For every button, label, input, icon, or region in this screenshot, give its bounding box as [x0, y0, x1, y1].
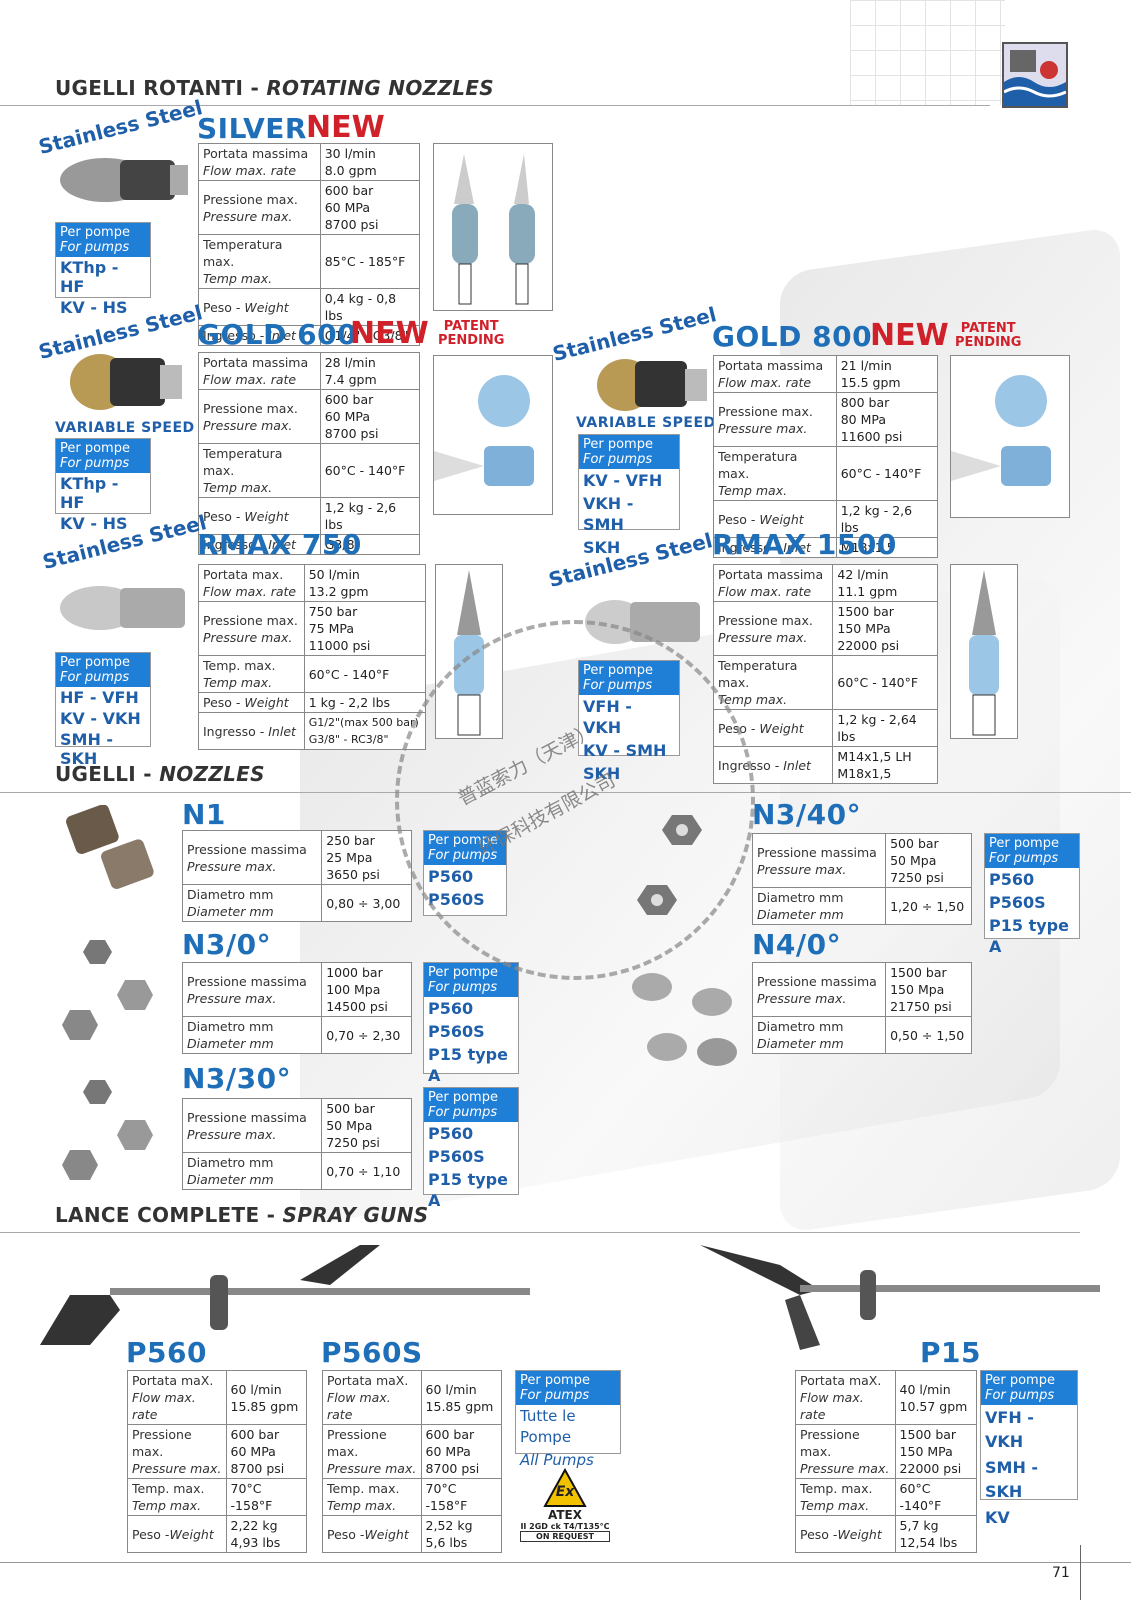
company-stamp [395, 620, 755, 980]
pump-item: KV - HS [60, 514, 128, 533]
pump-item: KV - HS [60, 298, 128, 317]
atex-certification: Ex ATEX II 2GD ck T4/T135°C ON REQUEST [520, 1467, 610, 1542]
silver-diagram [433, 143, 553, 311]
product-title-rmax1500: RMAX 1500 [712, 528, 897, 561]
footer-divider [0, 1562, 1131, 1563]
n330-nozzle-image [60, 1070, 170, 1190]
section-title-spray-guns: LANCE COMPLETE - SPRAY GUNS [55, 1203, 429, 1227]
product-title-gold600: GOLD 600 [197, 318, 358, 351]
atex-icon: Ex [543, 1467, 587, 1508]
pump-item: All Pumps [520, 1451, 594, 1469]
pump-item: KV - VKH [60, 709, 141, 728]
pump-item: KV - VFH [583, 471, 663, 490]
p560-gun-image [30, 1240, 550, 1360]
pump-item: KThp - HF [60, 474, 119, 512]
new-badge: NEW [306, 110, 385, 145]
page-number: 71 [1052, 1565, 1070, 1581]
pump-item: P560S [989, 893, 1046, 912]
section-divider [0, 105, 990, 106]
section-title-rotating-nozzles: UGELLI ROTANTI - ROTATING NOZZLES [55, 76, 494, 100]
gold800-nozzle-image [590, 345, 710, 420]
product-title-rmax750: RMAX 750 [197, 528, 362, 561]
product-title-n330: N3/30° [182, 1062, 292, 1095]
pump-item: P560S [428, 1022, 485, 1041]
pump-item: SMH - SKH [60, 730, 114, 768]
pump-item: P15 type A [428, 1170, 508, 1210]
section-title-nozzles: UGELLI - NOZZLES [55, 762, 265, 786]
page-number-divider [1080, 1545, 1081, 1600]
rmax1500-diagram [950, 564, 1018, 739]
pump-item: P15 type A [989, 916, 1069, 956]
pump-item: HF - VFH [60, 688, 139, 707]
new-badge: NEW [350, 316, 429, 351]
variable-speed-label: VARIABLE SPEED [55, 420, 195, 436]
pump-item: VFH - VKH [985, 1408, 1034, 1451]
product-title-n30: N3/0° [182, 928, 272, 961]
product-title-p560: P560 [126, 1336, 207, 1369]
product-title-n340: N3/40° [752, 798, 862, 831]
new-badge: NEW [870, 318, 949, 353]
silver-nozzle-image [45, 140, 190, 210]
pump-item: Tutte le Pompe [520, 1407, 576, 1446]
section-divider [0, 1232, 1080, 1233]
pump-item: VKH - SMH [583, 494, 634, 534]
gold600-nozzle-image [60, 340, 185, 420]
pump-item: P15 type A [428, 1045, 508, 1085]
pump-item: SKH [583, 538, 621, 557]
product-title-n1: N1 [182, 798, 226, 831]
gold600-diagram [433, 355, 553, 515]
brand-logo [1002, 42, 1068, 108]
product-title-silver: SILVER [197, 112, 307, 145]
product-title-p560s: P560S [321, 1336, 423, 1369]
pump-item: SMH - SKH [985, 1458, 1039, 1501]
pump-item: P560 [428, 1124, 474, 1143]
rmax750-nozzle-image [50, 570, 190, 640]
gold800-diagram [950, 355, 1070, 518]
variable-speed-label: VARIABLE SPEED [576, 415, 716, 431]
pump-item: P560 [989, 870, 1035, 889]
n1-nozzle-image [60, 804, 170, 895]
pump-item: P560 [428, 999, 474, 1018]
n40-nozzle-image [622, 962, 742, 1077]
product-title-p15: P15 [920, 1336, 981, 1369]
p15-gun-image [690, 1235, 1110, 1355]
product-title-gold800: GOLD 800 [712, 320, 873, 353]
pump-item: KV [985, 1508, 1010, 1527]
pump-item: KThp - HF [60, 258, 119, 296]
pump-item: P560S [428, 1147, 485, 1166]
product-title-n40: N4/0° [752, 928, 842, 961]
header-grid-decoration [850, 0, 1005, 105]
n30-nozzle-image [60, 930, 170, 1050]
